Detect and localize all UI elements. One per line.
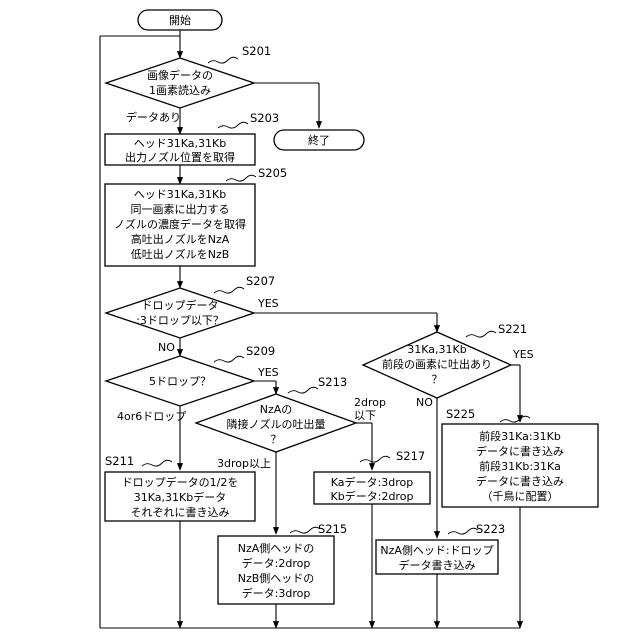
leader-s203 xyxy=(218,122,248,128)
process-s205-line-5: 低吐出ノズルをNzB xyxy=(131,247,230,261)
label-s209-no: 4or6ドロップ xyxy=(117,410,186,423)
process-s225-line-2: データに書き込み xyxy=(476,444,564,458)
step-s207: S207 xyxy=(246,274,275,288)
process-s203: ヘッド31Ka,31Kb 出力ノズル位置を取得 xyxy=(105,134,255,165)
leader-s221 xyxy=(466,331,496,337)
process-s223: NzA側ヘッド:ドロップ データ書き込み xyxy=(376,540,498,574)
terminal-start: 開始 xyxy=(138,10,222,30)
process-s215: NzA側ヘッドの データ:2drop NzB側ヘッドの データ:3drop xyxy=(218,536,334,604)
decision-s213-line-2: 隣接ノズルの吐出量 xyxy=(227,417,326,431)
label-data-present: データあり xyxy=(126,110,181,124)
leader-s217 xyxy=(360,456,390,462)
step-s225: S225 xyxy=(446,407,475,421)
decision-s221-line-1: 31Ka,31Kb xyxy=(407,343,466,356)
process-s215-line-4: データ:3drop xyxy=(242,586,311,600)
label-s213-le-a: 2drop xyxy=(354,396,386,409)
step-s205: S205 xyxy=(258,166,287,180)
step-s209: S209 xyxy=(246,344,275,358)
process-s205-line-4: 高吐出ノズルをNzA xyxy=(131,232,230,246)
terminal-start-label: 開始 xyxy=(169,13,191,27)
decision-s207-line-2: :3ドロップ以下？ xyxy=(136,314,224,327)
leader-s211 xyxy=(142,460,172,466)
decision-s209: 5ドロップ？ xyxy=(106,356,254,406)
step-s211: S211 xyxy=(105,454,134,468)
decision-s201-line-2: 1画素読込み xyxy=(149,83,211,97)
process-s215-line-1: NzA側ヘッドの xyxy=(238,542,315,555)
terminal-end-label: 終了 xyxy=(308,133,330,147)
process-s217-line-2: Kbデータ:2drop xyxy=(331,489,414,503)
process-s211: ドロップデータの1/2を 31Ka,31Kbデータ それぞれに書き込み xyxy=(105,472,255,521)
leader-s209 xyxy=(214,356,244,362)
process-s225-line-1: 前段31Ka:31Kb xyxy=(479,429,561,443)
leader-s205 xyxy=(226,175,256,181)
decision-s221: 31Ka,31Kb 前段の画素に吐出あり ？ xyxy=(363,332,511,398)
decision-s221-line-3: ？ xyxy=(432,373,443,386)
leader-s215 xyxy=(290,527,320,533)
process-s217: Kaデータ:3drop Kbデータ:2drop xyxy=(314,472,430,504)
process-s205-line-3: ノズルの濃度データを取得 xyxy=(114,217,246,231)
process-s225-line-4: データに書き込み xyxy=(476,474,564,488)
process-s205: ヘッド31Ka,31Kb 同一画素に出力する ノズルの濃度データを取得 高吐出ノ… xyxy=(105,184,255,266)
process-s205-line-1: ヘッド31Ka,31Kb xyxy=(134,188,226,201)
step-s217: S217 xyxy=(396,449,425,463)
label-s213-le-b: 以下 xyxy=(354,409,376,422)
label-s221-no: NO xyxy=(416,396,433,409)
label-s207-no: NO xyxy=(158,341,175,354)
decision-s213: NzAの 隣接ノズルの吐出量 ？ xyxy=(196,394,356,452)
leader-s223 xyxy=(448,528,478,534)
process-s211-line-1: ドロップデータの1/2を xyxy=(122,475,239,489)
step-s201: S201 xyxy=(242,44,271,58)
leader-s213 xyxy=(288,387,318,393)
decision-s201: 画像データの 1画素読込み xyxy=(106,58,254,108)
step-s221: S221 xyxy=(498,322,527,336)
process-s225-line-3: 前段31Kb:31Ka xyxy=(479,459,561,473)
process-s225: 前段31Ka:31Kb データに書き込み 前段31Kb:31Ka データに書き込… xyxy=(442,424,598,507)
step-s215: S215 xyxy=(318,522,347,536)
leader-s201 xyxy=(208,57,238,63)
step-s213: S213 xyxy=(318,375,347,389)
process-s205-line-2: 同一画素に出力する xyxy=(131,202,230,216)
decision-s201-line-1: 画像データの xyxy=(147,68,213,82)
decision-s221-line-2: 前段の画素に吐出あり xyxy=(382,357,492,371)
decision-s207: ドロップデータ :3ドロップ以下？ xyxy=(106,288,254,338)
process-s211-line-2: 31Ka,31Kbデータ xyxy=(134,490,226,504)
process-s225-line-5: （千鳥に配置） xyxy=(482,489,559,503)
step-s203: S203 xyxy=(250,111,279,125)
process-s223-line-1: NzA側ヘッド:ドロップ xyxy=(380,544,493,557)
leader-s207 xyxy=(214,287,244,293)
label-s221-yes: YES xyxy=(512,348,534,361)
label-s209-yes: YES xyxy=(257,366,279,379)
decision-s213-line-3: ？ xyxy=(271,433,282,446)
terminal-end: 終了 xyxy=(274,130,364,150)
process-s203-line-2: 出力ノズル位置を取得 xyxy=(125,150,235,164)
decision-s209-line-1: 5ドロップ？ xyxy=(149,375,211,388)
label-s207-yes: YES xyxy=(257,297,279,310)
process-s215-line-2: データ:2drop xyxy=(242,556,311,570)
process-s211-line-3: それぞれに書き込み xyxy=(131,505,230,519)
process-s203-line-1: ヘッド31Ka,31Kb xyxy=(134,137,226,150)
decision-s213-line-1: NzAの xyxy=(260,403,293,416)
process-s223-line-2: データ書き込み xyxy=(399,558,476,572)
process-s217-line-1: Kaデータ:3drop xyxy=(331,475,413,489)
leader-s225 xyxy=(500,416,530,422)
label-s213-ge: 3drop以上 xyxy=(217,457,271,470)
step-s223: S223 xyxy=(476,522,505,536)
process-s215-line-3: NzB側ヘッドの xyxy=(238,572,315,585)
decision-s207-line-1: ドロップデータ xyxy=(142,298,219,312)
